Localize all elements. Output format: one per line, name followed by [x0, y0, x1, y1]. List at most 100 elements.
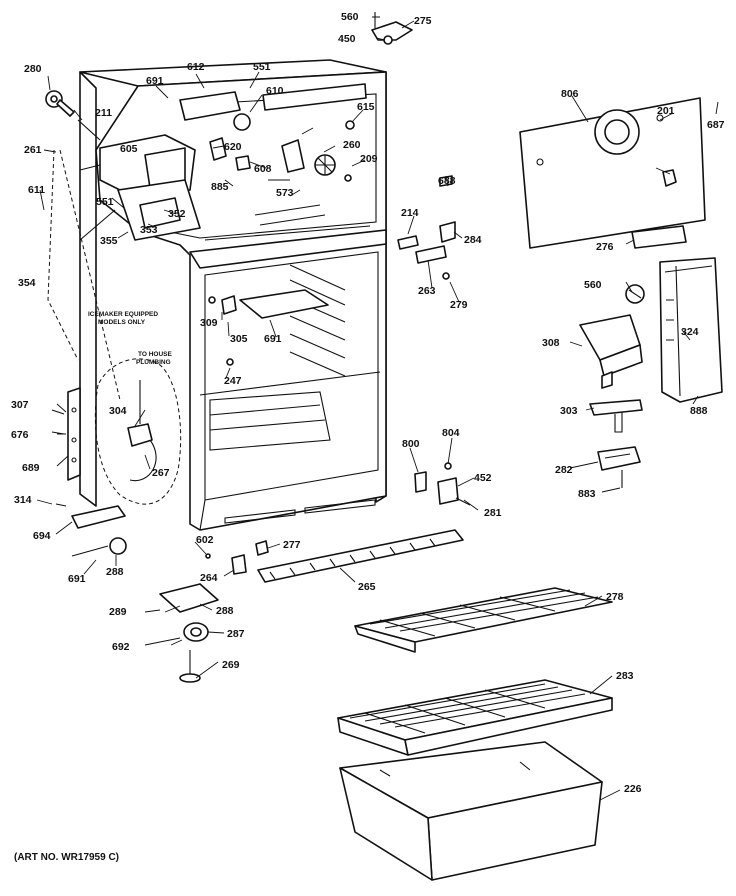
callout-307: 303	[560, 405, 578, 417]
callout-354: 353	[140, 224, 158, 236]
air-duct	[579, 314, 643, 389]
callout-560-right: 279	[450, 299, 468, 311]
label-plate	[631, 225, 687, 249]
callout-602: 314	[14, 494, 32, 506]
callout-263: 214	[401, 207, 419, 219]
callout-551-mid: 573	[276, 187, 294, 199]
callout-691-top: 691	[146, 75, 164, 87]
callout-692: 289	[109, 606, 127, 618]
damper	[589, 399, 643, 416]
callout-288-clip: 277	[283, 539, 301, 551]
callout-289: 264	[200, 572, 218, 584]
callout-283: 269	[222, 659, 240, 671]
callout-288-condenser: 265	[358, 581, 376, 593]
callout-labels: 560 275 450 280 691 612 551 610 615 211 …	[11, 11, 725, 795]
callout-885: 209	[360, 153, 378, 165]
grommet-284	[439, 175, 453, 187]
callout-314: 282	[555, 464, 573, 476]
cabinet-case	[79, 59, 387, 531]
clip-288	[255, 540, 269, 556]
art-number: (ART NO. WR17959 C)	[14, 852, 119, 863]
water-line-dash	[47, 149, 121, 401]
callout-304: 888	[690, 405, 708, 417]
callout-282: 452	[474, 472, 492, 484]
callout-611: 260	[343, 139, 361, 151]
icemaker-note-line1: ICEMAKER EQUIPPED	[88, 311, 158, 318]
callout-240: 226	[624, 783, 642, 795]
callout-883: 281	[484, 507, 502, 519]
callout-280: 280	[24, 63, 42, 75]
callout-689: 676	[11, 429, 29, 441]
callout-201: 806	[561, 88, 579, 100]
callout-688: 687	[707, 119, 725, 131]
callout-450: 450	[338, 33, 356, 45]
callout-209: 608	[254, 163, 272, 175]
callout-612: 612	[187, 61, 205, 73]
icemaker-note-line2: MODELS ONLY	[98, 319, 146, 326]
callout-226: 278	[606, 591, 624, 603]
callout-309: 276	[596, 241, 614, 253]
center-hinge	[51, 387, 81, 507]
callout-265: 288	[106, 566, 124, 578]
callout-452: 800	[402, 438, 420, 450]
callout-353: 355	[100, 235, 118, 247]
callout-260: 620	[224, 141, 242, 153]
callout-551-top: 551	[253, 61, 271, 73]
callout-275: 275	[414, 15, 432, 27]
condenser-coil	[257, 529, 464, 583]
callout-277: 694	[33, 530, 51, 542]
callout-806: 354	[18, 277, 36, 289]
callout-573: 885	[211, 181, 229, 193]
crisper-drawer	[339, 741, 603, 881]
fill-tube	[45, 90, 101, 141]
callout-691-mid: 309	[200, 317, 218, 329]
callout-691-bottom: 602	[196, 534, 214, 546]
callout-284: 688	[438, 175, 456, 187]
wire-shelf	[354, 587, 613, 653]
callout-800: 304	[109, 405, 127, 417]
callout-352: 551	[96, 196, 114, 208]
bracket-276	[415, 245, 447, 264]
part-452	[414, 471, 427, 493]
fan-assembly	[179, 83, 367, 182]
callout-610: 610	[266, 85, 284, 97]
callout-308: 691	[264, 333, 282, 345]
icemaker-assembly	[79, 134, 201, 241]
top-hinge	[371, 12, 413, 45]
callout-305: 560	[584, 279, 602, 291]
icemaker-region-outline	[94, 358, 182, 505]
thermostat	[597, 446, 641, 488]
callout-281: 804	[442, 427, 460, 439]
callout-267: 689	[22, 462, 40, 474]
callout-264: 691	[68, 573, 86, 585]
bracket-263	[397, 235, 419, 250]
callout-608: 611	[28, 184, 45, 196]
callout-355: 352	[168, 208, 186, 220]
roller	[109, 537, 127, 555]
house-note-line2: PLUMBING	[136, 359, 171, 366]
callout-620: 605	[120, 143, 138, 155]
notes: ICEMAKER EQUIPPED MODELS ONLY TO HOUSE P…	[88, 311, 172, 366]
callout-303: 308	[542, 337, 560, 349]
evaporator-cover	[519, 97, 706, 249]
mounting-plate	[159, 583, 219, 613]
screw-269	[144, 637, 181, 646]
leveler-283	[179, 673, 201, 683]
house-note-line1: TO HOUSE	[138, 351, 172, 358]
callout-247: 305	[230, 333, 248, 345]
callout-279: 284	[464, 234, 482, 246]
valve-279	[439, 221, 456, 243]
callout-278: 287	[227, 628, 245, 640]
callout-605: 261	[24, 144, 42, 156]
callout-687: 201	[657, 105, 675, 117]
callout-242: 283	[616, 670, 634, 682]
light-socket	[221, 295, 237, 315]
callout-888: 324	[681, 326, 699, 338]
hinge-pin-bracket	[437, 477, 459, 505]
callout-694: 883	[578, 488, 596, 500]
water-valve	[127, 380, 157, 482]
roller-axle	[71, 545, 109, 557]
crisper-cover	[337, 679, 613, 756]
